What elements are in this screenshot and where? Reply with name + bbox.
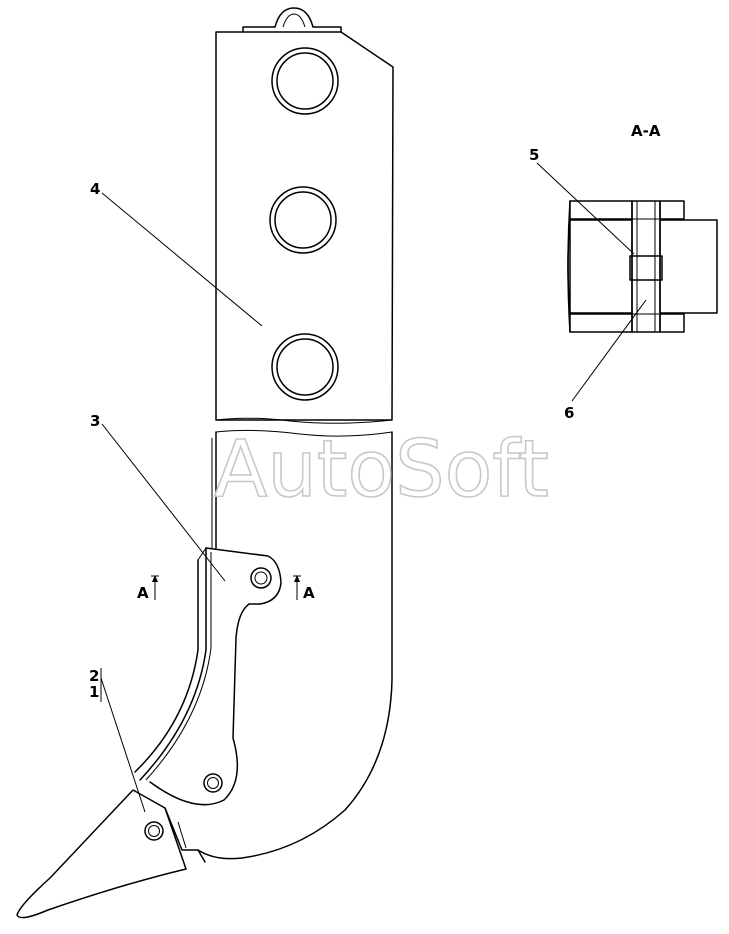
shank-protector: [134, 547, 282, 806]
callout-2-label: 2: [89, 667, 99, 685]
shank-lower: [197, 429, 393, 860]
callout-2-1: 2 1: [89, 667, 146, 813]
section-mark-right-label: A: [303, 584, 315, 602]
section-mark-left-label: A: [137, 584, 149, 602]
pin-hole-top: [271, 47, 339, 115]
protector-bolt-upper: [250, 567, 272, 589]
section-title: A-A: [631, 122, 661, 140]
callout-5: 5: [529, 146, 635, 255]
section-mark-right: A: [293, 575, 315, 602]
callout-3: 3: [90, 412, 226, 582]
pin-hole-middle: [269, 186, 337, 254]
tip-pin: [144, 821, 164, 841]
section-mark-left: A: [137, 575, 159, 602]
pin-hole-bottom: [271, 333, 339, 401]
callout-1-label: 1: [89, 683, 99, 701]
callout-4: 4: [90, 180, 263, 327]
protector-bolt-lower: [203, 773, 223, 793]
callout-6: 6: [564, 299, 647, 422]
callout-3-label: 3: [90, 412, 100, 430]
callout-6-label: 6: [564, 404, 574, 422]
callout-5-label: 5: [529, 146, 539, 164]
callout-4-label: 4: [90, 180, 100, 198]
ripper-tip: [16, 789, 206, 919]
watermark-text: AutoSoft: [214, 425, 549, 515]
section-view-a-a: A-A: [567, 122, 718, 333]
shank-upper: [215, 7, 394, 424]
